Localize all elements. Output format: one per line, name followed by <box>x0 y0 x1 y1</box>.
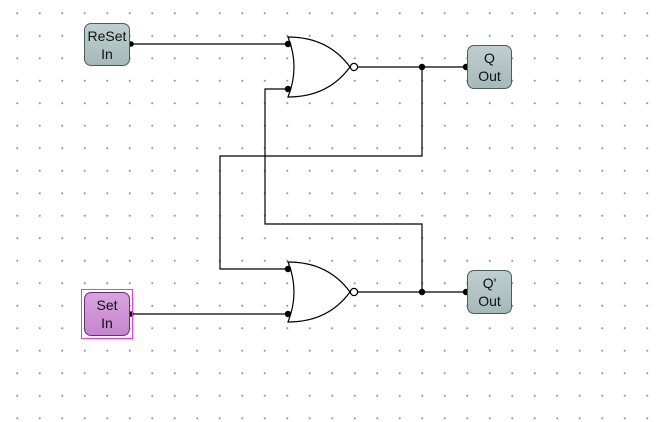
q-output-sublabel: Out <box>478 68 501 84</box>
nor-gate-body <box>287 36 351 98</box>
qbar-output-sublabel: Out <box>478 293 501 309</box>
reset-input-sublabel: In <box>101 45 113 62</box>
nor-gate-bottom[interactable] <box>287 261 359 323</box>
junction-dot <box>418 288 426 296</box>
pin-dot <box>284 40 292 48</box>
q-output-node[interactable]: Q Out <box>467 45 512 89</box>
pin-dot <box>284 265 292 273</box>
qbar-output-node[interactable]: Q' Out <box>467 270 512 314</box>
set-input-label: Set <box>96 297 118 313</box>
connection-dots <box>128 40 470 318</box>
wires <box>130 43 468 315</box>
selection-frame <box>81 289 133 339</box>
reset-input-label: ReSet <box>87 27 127 44</box>
set-input-node[interactable]: Set In <box>84 292 130 336</box>
nor-gate-body <box>287 261 351 323</box>
pin-dot <box>284 310 292 318</box>
junction-dot <box>418 63 426 71</box>
reset-input-node[interactable]: ReSet In <box>84 23 130 66</box>
wire-q-feedback[interactable] <box>219 67 423 270</box>
inverter-bubble <box>349 62 359 72</box>
qbar-output-label: Q' <box>482 275 497 291</box>
q-output-label: Q <box>484 50 495 66</box>
set-input-sublabel: In <box>101 315 113 331</box>
nor-gate-top[interactable] <box>287 36 359 98</box>
pin-dot <box>284 85 292 93</box>
wire-qbar-feedback[interactable] <box>264 88 423 292</box>
inverter-bubble <box>349 287 359 297</box>
